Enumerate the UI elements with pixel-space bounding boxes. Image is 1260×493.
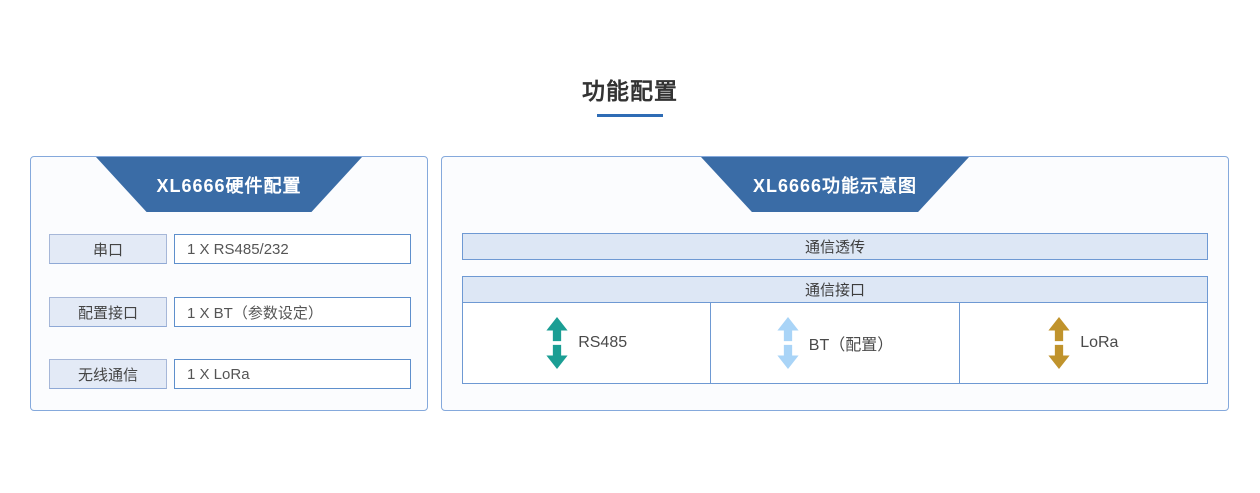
hardware-row-value: 1 X RS485/232 bbox=[174, 234, 411, 264]
interface-cell-rs485: RS485 bbox=[463, 303, 710, 383]
hardware-row-label: 无线通信 bbox=[49, 359, 167, 389]
double-arrow-vertical-icon bbox=[777, 317, 799, 369]
hardware-row-wireless: 无线通信 1 X LoRa bbox=[49, 359, 411, 389]
function-diagram-panel: XL6666功能示意图 通信透传 通信接口 RS485 BT（配置） bbox=[441, 156, 1229, 411]
hardware-row-value: 1 X LoRa bbox=[174, 359, 411, 389]
interface-header-bar: 通信接口 bbox=[462, 276, 1208, 303]
hardware-row-config-interface: 配置接口 1 X BT（参数设定） bbox=[49, 297, 411, 327]
hardware-panel-header: XL6666硬件配置 bbox=[96, 157, 362, 212]
interface-table: RS485 BT（配置） LoRa bbox=[462, 302, 1208, 384]
interface-cell-lora: LoRa bbox=[958, 303, 1207, 383]
interface-label: RS485 bbox=[578, 334, 628, 351]
interface-label: BT（配置） bbox=[808, 337, 894, 354]
double-arrow-vertical-icon bbox=[1048, 317, 1070, 369]
interface-label: LoRa bbox=[1080, 334, 1119, 351]
passthrough-bar: 通信透传 bbox=[462, 233, 1208, 260]
double-arrow-vertical-icon bbox=[546, 317, 568, 369]
function-panel-header: XL6666功能示意图 bbox=[701, 157, 969, 212]
page-title: 功能配置 bbox=[582, 78, 678, 104]
hardware-row-value: 1 X BT（参数设定） bbox=[174, 297, 411, 327]
interface-cell-bt: BT（配置） bbox=[710, 303, 958, 383]
hardware-config-panel: XL6666硬件配置 串口 1 X RS485/232 配置接口 1 X BT（… bbox=[30, 156, 428, 411]
title-underline bbox=[597, 114, 663, 117]
hardware-row-serial: 串口 1 X RS485/232 bbox=[49, 234, 411, 264]
hardware-row-label: 配置接口 bbox=[49, 297, 167, 327]
hardware-row-label: 串口 bbox=[49, 234, 167, 264]
